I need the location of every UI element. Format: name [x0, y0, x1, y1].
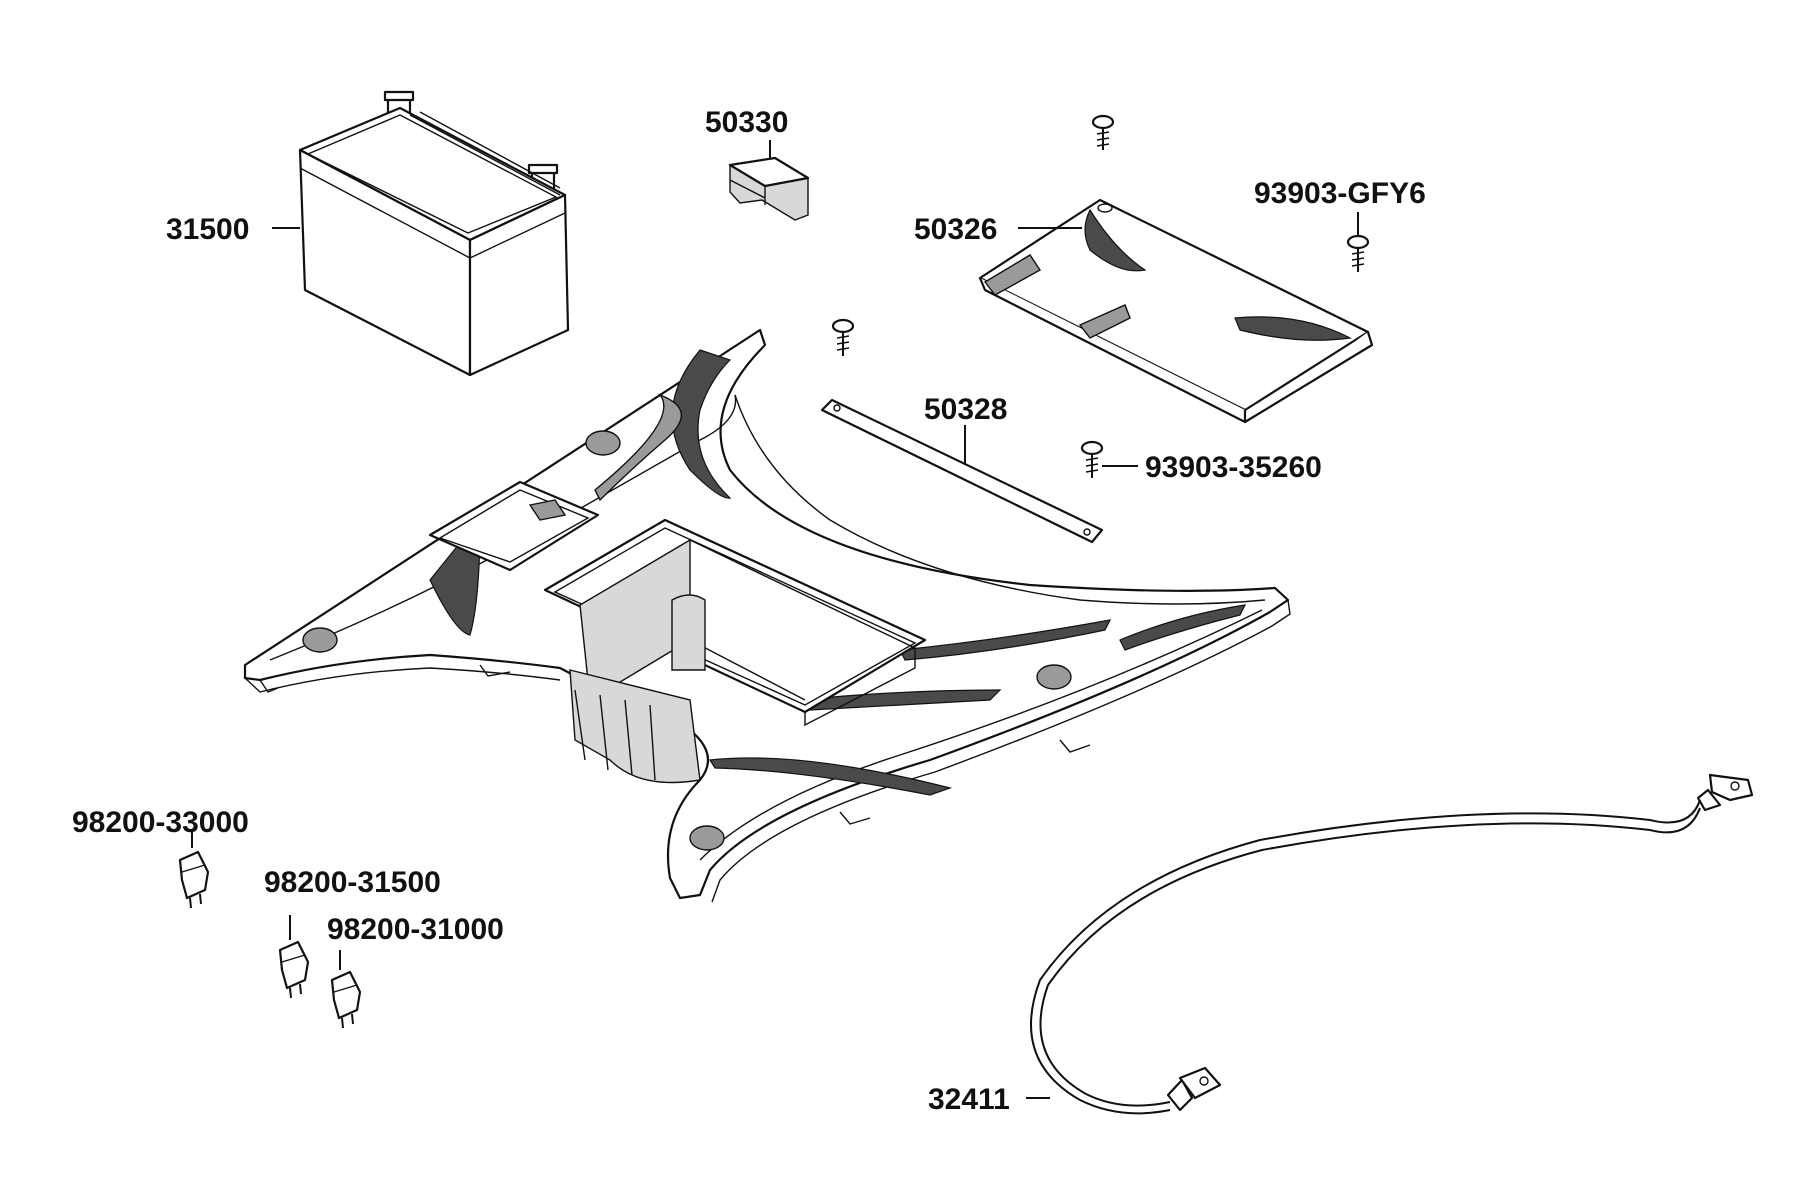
screw-strap-top[interactable] [831, 318, 855, 356]
label-rubber-pad: 50330 [705, 106, 788, 139]
label-battery-strap: 50328 [924, 393, 1007, 426]
rubber-pad[interactable] [728, 156, 810, 221]
label-battery: 31500 [166, 213, 249, 246]
label-battery-cover: 50326 [914, 213, 997, 246]
label-ground-cable: 32411 [928, 1083, 1010, 1116]
floor-panel[interactable] [243, 328, 1291, 903]
label-fuse-33000: 98200-33000 [72, 806, 249, 839]
screw-35260[interactable] [1080, 440, 1104, 478]
label-screw-35260: 93903-35260 [1145, 451, 1322, 484]
battery[interactable] [298, 90, 570, 377]
label-fuse-31000: 98200-31000 [327, 913, 504, 946]
ground-cable[interactable] [1030, 773, 1754, 1115]
battery-cover[interactable] [978, 198, 1374, 424]
label-fuse-31500: 98200-31500 [264, 866, 441, 899]
fuse-33000[interactable] [178, 850, 210, 909]
label-screw-gfy6: 93903-GFY6 [1254, 177, 1426, 210]
fuse-31000[interactable] [330, 970, 362, 1029]
fuse-31500[interactable] [278, 940, 310, 999]
screw-cover-top[interactable] [1091, 114, 1115, 150]
battery-strap[interactable] [820, 398, 1104, 544]
screw-gfy6[interactable] [1346, 234, 1370, 272]
